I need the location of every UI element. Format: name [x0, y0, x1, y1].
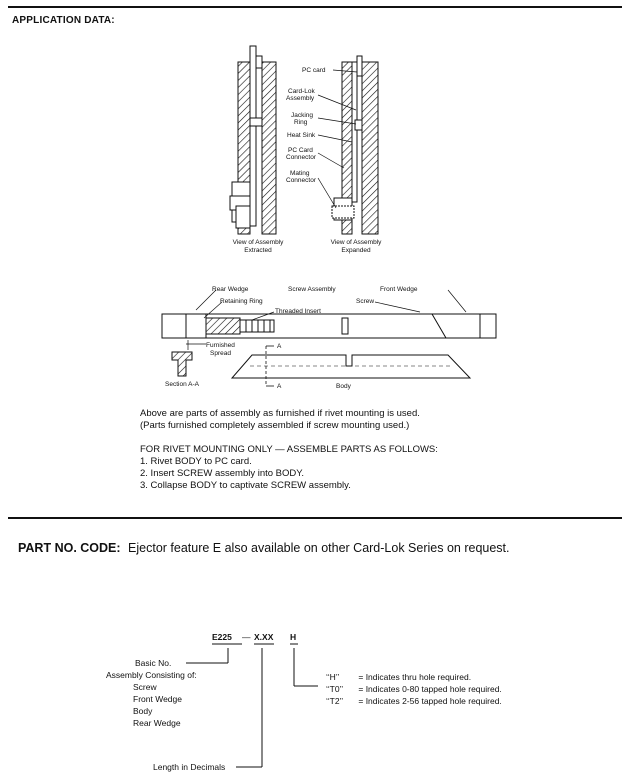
- rear-wedge-label: Rear Wedge: [212, 286, 249, 293]
- rivet-step-3: 3. Collapse BODY to captivate SCREW asse…: [140, 480, 351, 491]
- expanded-caption-line2: Expanded: [341, 247, 371, 254]
- hole-option-h-code: ‘‘H’’: [326, 672, 340, 682]
- retaining-ring-label: Retaining Ring: [220, 298, 263, 305]
- top-rule: [8, 6, 622, 8]
- screw-assembly-drawing: [161, 289, 497, 339]
- callout-assembly: Assembly: [286, 95, 315, 102]
- callout-connector: Connector: [286, 154, 316, 161]
- application-data-heading: APPLICATION DATA:: [12, 15, 115, 26]
- threaded-insert-label: Threaded Insert: [275, 308, 321, 315]
- screw-assembly-label: Screw Assembly: [288, 286, 336, 293]
- part-code-description: Ejector feature E also available on othe…: [128, 541, 510, 555]
- extracted-caption-line1: View of Assembly: [232, 239, 284, 246]
- code-hole: H: [290, 632, 297, 642]
- rivet-step-2: 2. Insert SCREW assembly into BODY.: [140, 468, 305, 479]
- basic-no-label: Basic No.: [135, 658, 172, 668]
- assembly-item-rear-wedge: Rear Wedge: [133, 718, 181, 728]
- note-line-2: (Parts furnished completely assembled if…: [140, 420, 410, 431]
- expanded-caption-line1: View of Assembly: [330, 239, 382, 246]
- screw-label: Screw: [356, 298, 375, 305]
- section-mark-bottom: A: [277, 383, 282, 390]
- hole-option-t0-text: = Indicates 0-80 tapped hole required.: [358, 684, 502, 694]
- note-line-1: Above are parts of assembly as furnished…: [140, 408, 420, 419]
- body-drawing: [230, 345, 472, 387]
- assembly-drawing: [8, 45, 622, 519]
- callout-heat-sink: Heat Sink: [287, 132, 316, 139]
- callout-jacking: Jacking: [291, 112, 314, 119]
- callout-ring: Ring: [294, 119, 308, 126]
- hole-option-t0: ‘‘T0’’ = Indicates 0-80 tapped hole requ…: [326, 684, 502, 694]
- hole-option-t2-text: = Indicates 2-56 tapped hole required.: [358, 696, 502, 706]
- section-mark-top: A: [277, 343, 282, 350]
- part-code-heading: PART NO. CODE:: [18, 541, 121, 555]
- extracted-view: [229, 45, 277, 235]
- hole-option-t0-code: ‘‘T0’’: [326, 684, 344, 694]
- section-a-a-drawing: [171, 340, 206, 377]
- section-label: Section A-A: [165, 381, 199, 388]
- code-dash: —: [242, 632, 251, 642]
- furnished-label: Furnished: [206, 342, 235, 349]
- code-length: X.XX: [254, 632, 274, 642]
- part-code-line: PART NO. CODE: Ejector feature E also av…: [18, 541, 510, 555]
- callout-pc-card-2: PC Card: [288, 147, 313, 154]
- rivet-heading: FOR RIVET MOUNTING ONLY — ASSEMBLE PARTS…: [140, 444, 438, 455]
- assembly-item-screw: Screw: [133, 682, 157, 692]
- code-base: E225: [212, 632, 232, 642]
- front-wedge-label: Front Wedge: [380, 286, 418, 293]
- hole-option-h: ‘‘H’’ = Indicates thru hole required.: [326, 672, 471, 682]
- spread-label: Spread: [210, 350, 231, 357]
- length-in-decimals-label: Length in Decimals: [153, 762, 226, 772]
- rivet-step-1: 1. Rivet BODY to PC card.: [140, 456, 252, 467]
- callout-card-lok: Card-Lok: [288, 88, 315, 95]
- hole-option-t2-code: ‘‘T2’’: [326, 696, 344, 706]
- body-label: Body: [336, 383, 351, 390]
- callout-pc-card: PC card: [302, 67, 326, 74]
- assembly-consisting-label: Assembly Consisting of:: [106, 670, 197, 680]
- assembly-item-body: Body: [133, 706, 153, 716]
- extracted-caption-line2: Extracted: [244, 247, 272, 254]
- expanded-view: [317, 55, 379, 235]
- hole-option-t2: ‘‘T2’’ = Indicates 2-56 tapped hole requ…: [326, 696, 502, 706]
- hole-option-h-text: = Indicates thru hole required.: [358, 672, 472, 682]
- assembly-item-front-wedge: Front Wedge: [133, 694, 182, 704]
- callout-mating: Mating: [290, 170, 310, 177]
- section-divider: [8, 517, 622, 519]
- callout-connector-2: Connector: [286, 177, 316, 184]
